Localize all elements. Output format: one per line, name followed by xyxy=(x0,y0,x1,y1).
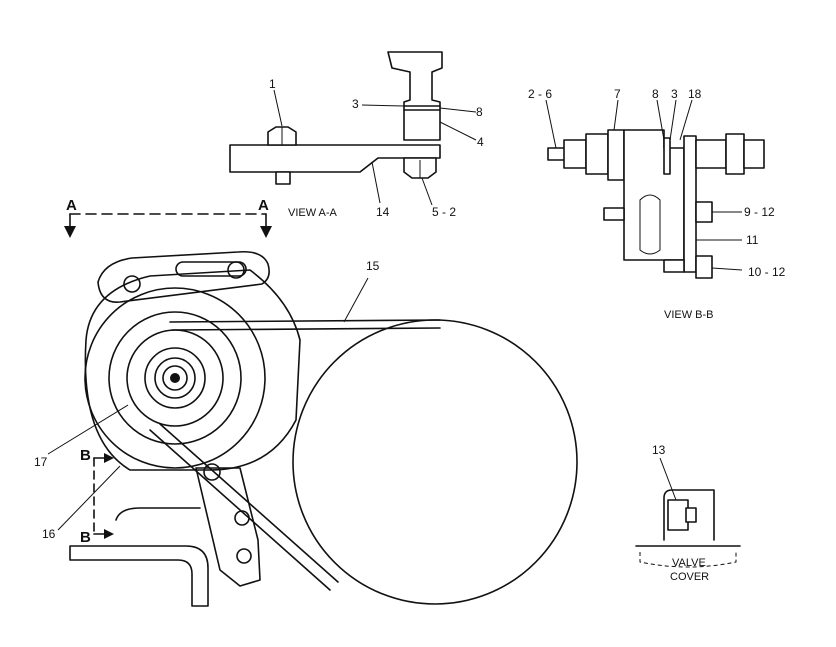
callout-8-view-b: 8 xyxy=(652,87,659,101)
callout-18: 18 xyxy=(688,87,702,101)
callout-4: 4 xyxy=(477,135,484,149)
view-a-a-assembly xyxy=(229,51,443,185)
callout-1: 1 xyxy=(269,77,276,91)
callout-7: 7 xyxy=(614,87,621,101)
callout-11: 11 xyxy=(746,233,759,247)
view-a-a-leaders xyxy=(273,89,477,206)
view-b-caption: VIEW B-B xyxy=(664,309,714,321)
section-line-a xyxy=(64,213,272,238)
section-b-top-mark: B xyxy=(80,447,91,464)
main-leaders xyxy=(47,277,369,531)
callout-9-12: 9 - 12 xyxy=(744,205,775,219)
callout-15: 15 xyxy=(366,259,380,273)
callout-10-12: 10 - 12 xyxy=(748,265,786,279)
callout-5-2: 5 - 2 xyxy=(432,205,456,219)
callout-14: 14 xyxy=(376,205,390,219)
callout-2-6: 2 - 6 xyxy=(528,87,552,101)
section-a-right-mark: A xyxy=(258,197,269,214)
callout-3-view-b: 3 xyxy=(671,87,678,101)
callout-16: 16 xyxy=(42,527,56,541)
section-a-left-mark: A xyxy=(66,197,77,214)
callout-13: 13 xyxy=(652,443,666,457)
view-b-b-leaders xyxy=(545,99,743,271)
valve-cover-detail xyxy=(635,457,741,568)
alternator-assembly xyxy=(69,250,578,607)
section-b-bottom-mark: B xyxy=(80,529,91,546)
callout-3-view-a: 3 xyxy=(352,97,359,111)
callout-17: 17 xyxy=(34,455,48,469)
view-a-caption: VIEW A-A xyxy=(288,207,338,219)
callout-8-view-a: 8 xyxy=(476,105,483,119)
section-line-b xyxy=(93,453,114,539)
valve-cover-caption-line1: VALVE xyxy=(672,557,706,569)
view-b-b-assembly xyxy=(547,129,765,279)
valve-cover-caption-line2: COVER xyxy=(670,571,709,583)
